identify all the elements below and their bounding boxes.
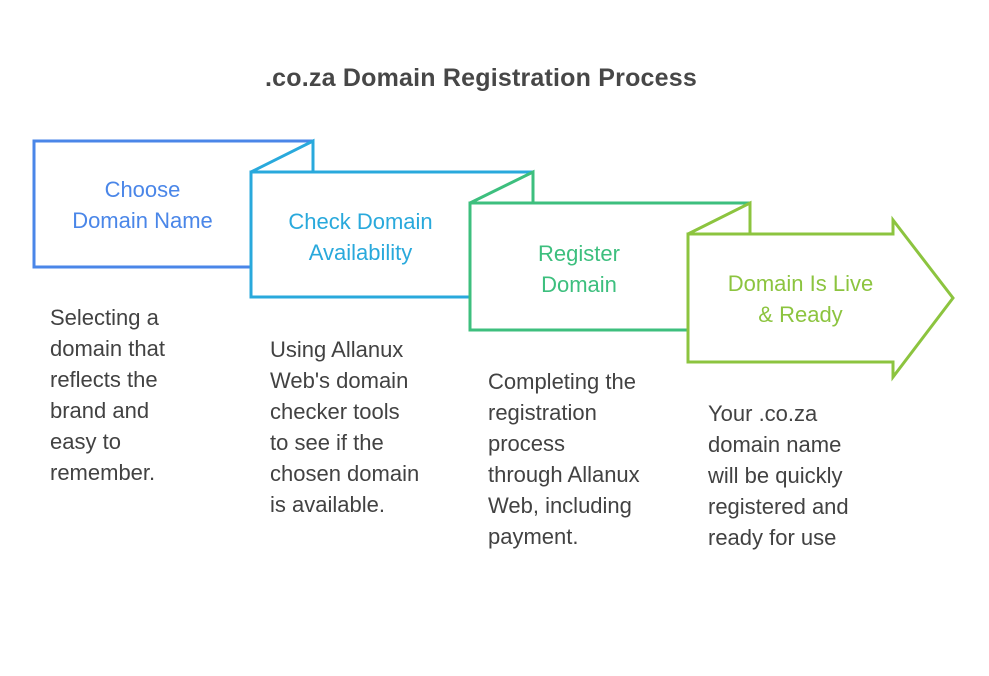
step-3-card-shape <box>468 169 750 332</box>
step-4-arrow-shape <box>686 200 955 382</box>
step-2-description: Using Allanux Web's domain checker tools… <box>270 337 420 517</box>
diagram-title: .co.za Domain Registration Process <box>265 64 697 92</box>
step-2-label: Check Domain Availability <box>288 208 433 265</box>
step-4-label: Domain Is Live & Ready <box>727 271 874 327</box>
step-1-label: Choose Domain Name <box>72 177 213 233</box>
step-2-fold <box>250 138 315 174</box>
step-3-fold <box>469 169 535 205</box>
step-3-description: Completing the registration process thro… <box>488 369 640 549</box>
step-1-card-shape <box>32 139 313 269</box>
step-3-label: Register Domain <box>538 240 620 297</box>
step-4-description: Your .co.za domain name will be quickly … <box>708 401 849 550</box>
step-1-description: Selecting a domain that reflects the bra… <box>50 305 165 485</box>
step-4-fold <box>687 200 752 236</box>
step-2-card-shape <box>249 138 533 299</box>
